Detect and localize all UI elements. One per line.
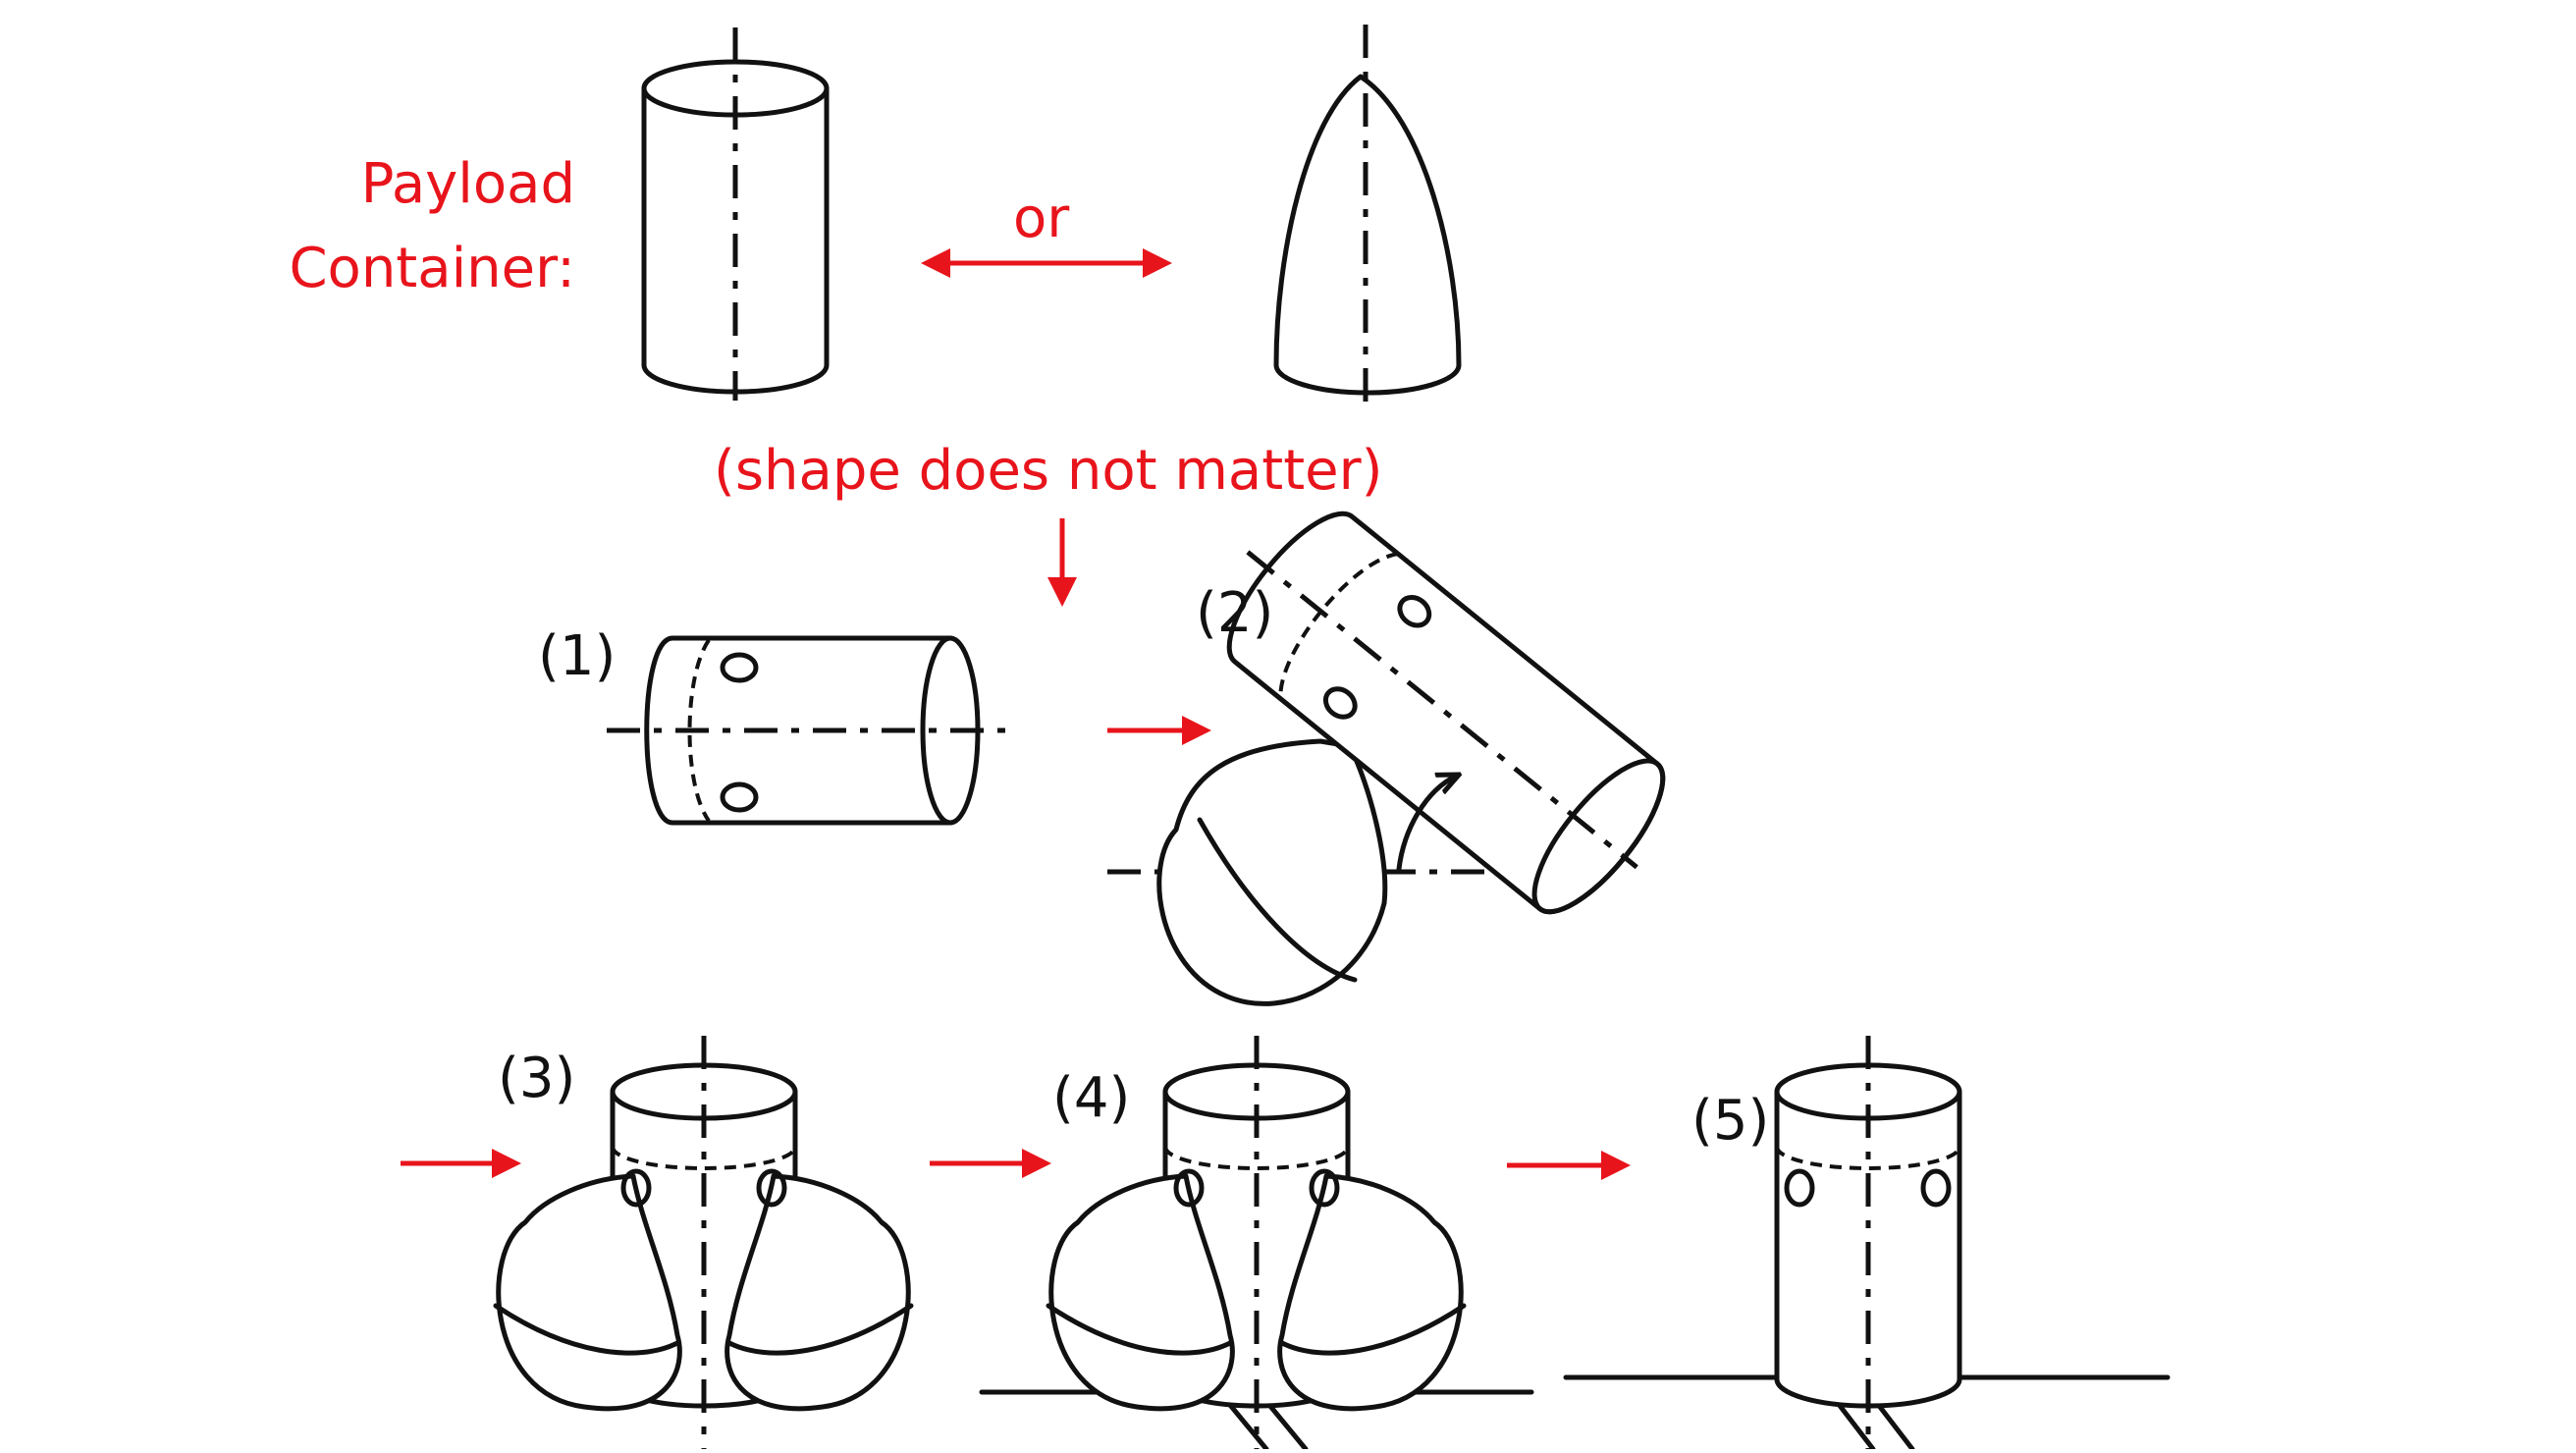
step5-deployed xyxy=(1563,1036,2171,1452)
step-4-label: (4) xyxy=(1052,1066,1131,1130)
or-label: or xyxy=(1013,187,1070,250)
payload-container-label: Payload Container: xyxy=(0,142,575,311)
cylinder-container xyxy=(641,27,830,401)
step2-tilted-container xyxy=(1107,511,1666,1006)
step-3-label: (3) xyxy=(498,1047,576,1110)
step-2-label: (2) xyxy=(1196,581,1274,645)
shape-note-label: (shape does not matter) xyxy=(714,439,1383,503)
step-5-label: (5) xyxy=(1691,1089,1770,1153)
step1-horizontal-cylinder xyxy=(607,635,1011,826)
step4-landing xyxy=(979,1036,1534,1452)
step3-two-balloons xyxy=(493,1036,914,1449)
payload-label-line2: Container: xyxy=(289,237,575,300)
step-1-label: (1) xyxy=(538,624,617,688)
payload-label-line1: Payload xyxy=(360,152,575,216)
nosecone-container xyxy=(1273,25,1462,412)
